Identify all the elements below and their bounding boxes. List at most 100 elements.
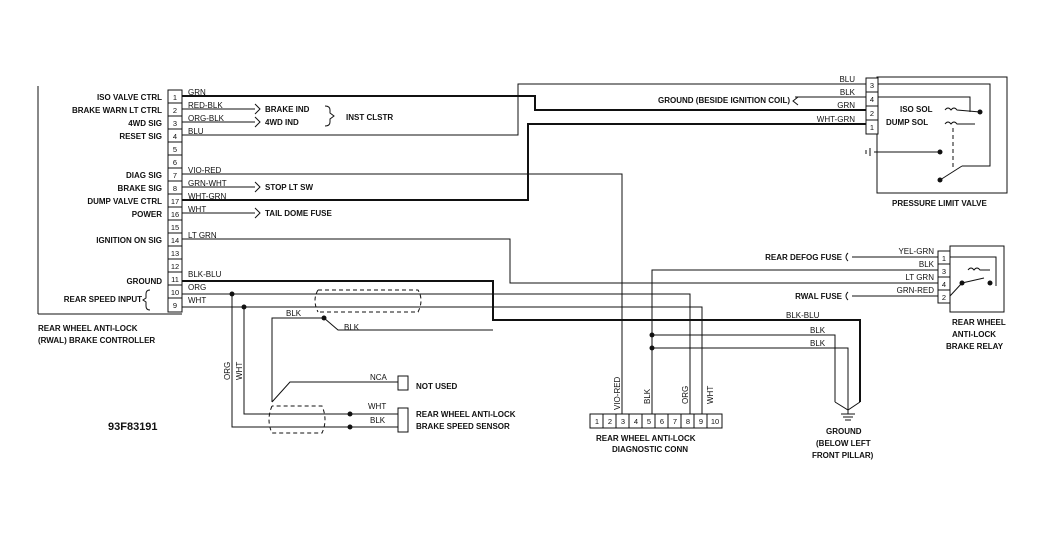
controller-label: REAR WHEEL ANTI-LOCK bbox=[38, 324, 138, 333]
relay-coil bbox=[967, 267, 990, 271]
relay-pin: 3 bbox=[942, 267, 946, 276]
wire-gnd-blk-2 bbox=[652, 347, 849, 402]
anti-lock-relay: 1 3 4 2 YEL-GRN BLK LT GRN GRN-RED REAR … bbox=[765, 245, 1006, 351]
shield-lower bbox=[268, 405, 326, 434]
diag-wire-vio-red: VIO-RED bbox=[613, 376, 622, 410]
valve-case-ground-icon bbox=[865, 148, 871, 156]
sensor-wire-blk: BLK bbox=[370, 416, 386, 425]
relay-internal bbox=[950, 256, 997, 286]
splice bbox=[649, 345, 655, 351]
relay-title: ANTI-LOCK bbox=[952, 330, 996, 339]
nca-connector bbox=[397, 375, 409, 391]
valve-pin: 3 bbox=[870, 81, 874, 90]
ground-arrow bbox=[792, 96, 799, 106]
wire-label: LT GRN bbox=[188, 231, 217, 240]
diag-conn-label: DIAGNOSTIC CONN bbox=[612, 445, 688, 454]
diag-connector-body bbox=[589, 413, 723, 429]
relay-internal bbox=[949, 282, 963, 297]
speed-sensor-label: BRAKE SPEED SENSOR bbox=[416, 422, 510, 431]
wire-label-blk-blu: BLK-BLU bbox=[786, 311, 820, 320]
sensor-wire-wht: WHT bbox=[368, 402, 386, 411]
brake-ind-label: BRAKE IND bbox=[265, 105, 310, 114]
controller-wire-labels: GRN RED-BLK ORG-BLK BLU VIO-RED GRN-WHT … bbox=[188, 88, 227, 305]
4wd-ind-label: 4WD IND bbox=[265, 118, 299, 127]
diagnostic-connector: 1 2 3 4 5 6 7 8 9 10 VIO-RED BLK ORG WHT… bbox=[589, 376, 723, 454]
inst-clstr-group: BRAKE IND 4WD IND INST CLSTR STOP LT SW … bbox=[254, 103, 393, 219]
stop-lt-sw-label: STOP LT SW bbox=[265, 183, 313, 192]
diag-pin: 4 bbox=[634, 417, 638, 426]
wire-label: GRN bbox=[188, 88, 206, 97]
controller-label: (RWAL) BRAKE CONTROLLER bbox=[38, 336, 155, 345]
relay-wire-label: BLK bbox=[919, 260, 935, 269]
diag-pin: 7 bbox=[673, 417, 677, 426]
ground-label: FRONT PILLAR) bbox=[812, 451, 874, 460]
controller-pin: 11 bbox=[171, 275, 179, 284]
rear-defog-fuse-label: REAR DEFOG FUSE bbox=[765, 253, 843, 262]
controller-pin-dividers bbox=[168, 102, 182, 299]
dump-coil bbox=[944, 121, 975, 125]
diag-pin: 9 bbox=[699, 417, 703, 426]
relay-title: BRAKE RELAY bbox=[946, 342, 1004, 351]
wire-blu bbox=[182, 83, 866, 136]
wire-label: WHT bbox=[188, 296, 206, 305]
diag-pin: 1 bbox=[595, 417, 599, 426]
wire-label: VIO-RED bbox=[188, 166, 222, 175]
fn-reset-sig: RESET SIG bbox=[119, 132, 162, 141]
relay-title: REAR WHEEL bbox=[952, 318, 1006, 327]
controller-pin: 9 bbox=[173, 301, 177, 310]
valve-pin: 2 bbox=[870, 109, 874, 118]
connector-arrow bbox=[254, 116, 261, 128]
wire-wht-9 bbox=[182, 306, 703, 414]
wire-org-sensor bbox=[231, 294, 398, 428]
wire-label: ORG bbox=[188, 283, 206, 292]
fuse-icon bbox=[845, 291, 849, 301]
valve-wire-label: WHT-GRN bbox=[817, 115, 855, 124]
relay-wire-label: LT GRN bbox=[905, 273, 934, 282]
valve-wire-label: GRN bbox=[837, 101, 855, 110]
controller-pin: 4 bbox=[173, 132, 177, 141]
wire-label: BLU bbox=[188, 127, 204, 136]
controller-pin: 8 bbox=[173, 184, 177, 193]
diag-pin: 10 bbox=[711, 417, 719, 426]
diag-pin: 5 bbox=[647, 417, 651, 426]
pressure-limit-valve: 3 4 2 1 BLU BLK GRN WHT-GRN GROUND (BESI… bbox=[658, 75, 1008, 208]
fn-diag-sig: DIAG SIG bbox=[126, 171, 162, 180]
speed-sensor-label: REAR WHEEL ANTI-LOCK bbox=[416, 410, 516, 419]
connector-arrow bbox=[254, 207, 261, 219]
wire-label: WHT-GRN bbox=[188, 192, 226, 201]
diag-conn-label: REAR WHEEL ANTI-LOCK bbox=[596, 434, 696, 443]
diag-pin: 3 bbox=[621, 417, 625, 426]
connector-arrow bbox=[254, 103, 261, 115]
controller-pin: 5 bbox=[173, 145, 177, 154]
controller-pin: 7 bbox=[173, 171, 177, 180]
valve-ground-label: GROUND (BESIDE IGNITION COIL) bbox=[658, 96, 790, 105]
front-pillar-ground: GROUND (BELOW LEFT FRONT PILLAR) bbox=[812, 401, 874, 460]
wire-relay-blk bbox=[651, 269, 938, 414]
valve-wire-label: BLU bbox=[839, 75, 855, 84]
wire-label-blk: BLK bbox=[810, 326, 826, 335]
valve-internal bbox=[878, 96, 971, 112]
fuse-icon bbox=[845, 252, 849, 262]
relay-switch bbox=[961, 277, 985, 284]
diag-wire-blk: BLK bbox=[643, 388, 652, 404]
wire-label: RED-BLK bbox=[188, 101, 223, 110]
fn-iso-valve-ctrl: ISO VALVE CTRL bbox=[97, 93, 162, 102]
controller-pin: 2 bbox=[173, 106, 177, 115]
valve-outline bbox=[876, 76, 1008, 194]
rwal-controller: 1 2 3 4 5 6 7 8 17 16 15 14 13 12 11 10 … bbox=[37, 86, 183, 345]
iso-coil bbox=[944, 107, 981, 113]
splice bbox=[321, 315, 327, 321]
wire-wht-sensor bbox=[243, 307, 398, 415]
valve-wire-label: BLK bbox=[840, 88, 856, 97]
ground-label: GROUND bbox=[826, 427, 862, 436]
wire-label-blk: BLK bbox=[344, 323, 360, 332]
fn-dump-valve-ctrl: DUMP VALVE CTRL bbox=[87, 197, 162, 206]
fn-ignition-on-sig: IGNITION ON SIG bbox=[96, 236, 162, 245]
diag-pin: 2 bbox=[608, 417, 612, 426]
ground-label: (BELOW LEFT bbox=[816, 439, 871, 448]
speed-sensor: NCA NOT USED WHT BLK REAR WHEEL ANTI-LOC… bbox=[347, 373, 516, 433]
wire-lt-grn bbox=[182, 238, 938, 284]
fn-power: POWER bbox=[132, 210, 162, 219]
wire-blk-lower bbox=[323, 317, 493, 331]
diag-pin-dividers bbox=[602, 414, 708, 428]
